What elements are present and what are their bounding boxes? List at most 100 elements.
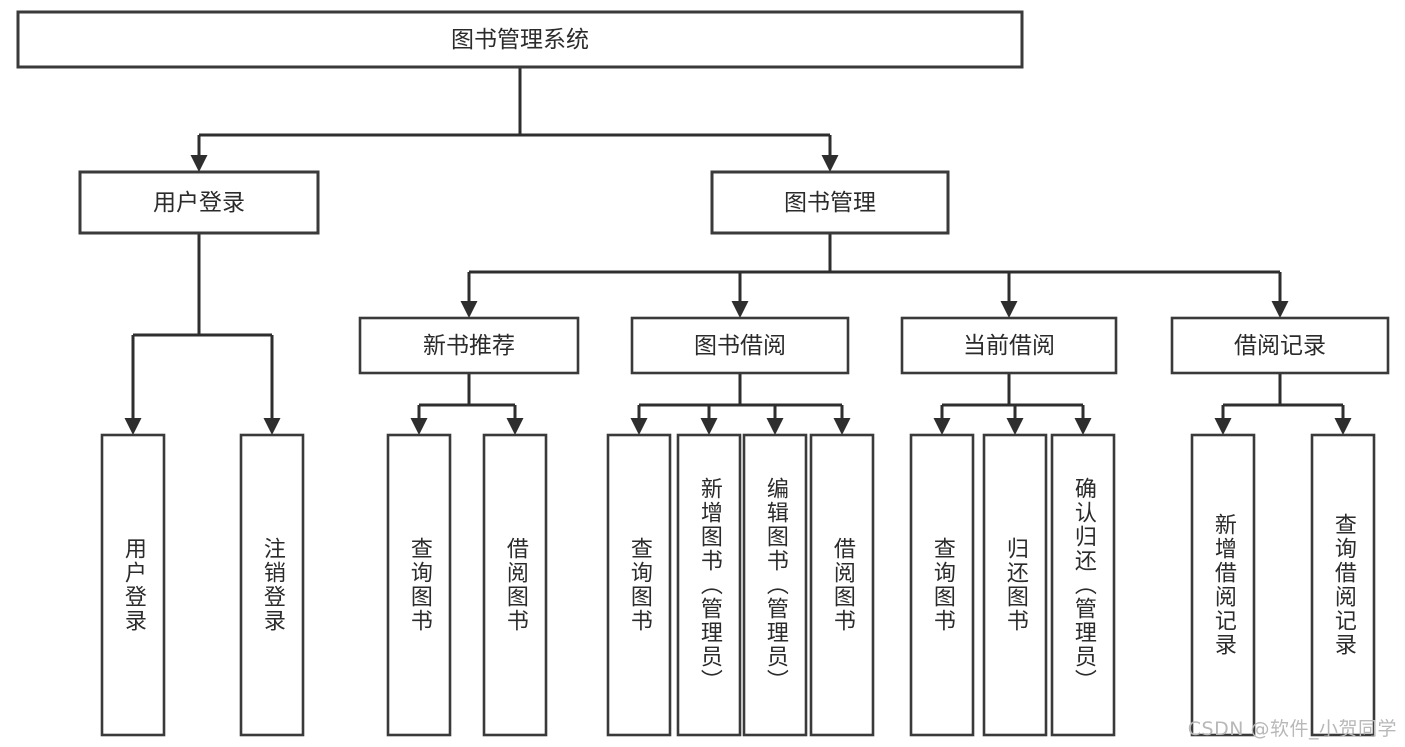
connector-borrow-to-leaves: [630, 373, 851, 435]
node-leaf-6-rect: [742, 433, 808, 737]
node-leaf-1-label-wrap: 注销登录: [242, 437, 302, 733]
node-leaf-9-rect: [982, 433, 1048, 737]
node-leaf-2-rect: [386, 433, 452, 737]
node-leaf-6[interactable]: 编辑图书（管理员）: [742, 433, 808, 737]
arrowhead-icon: [1334, 418, 1352, 435]
node-leaf-7[interactable]: 借阅图书: [809, 433, 875, 737]
node-leaf-2-labelbox: 查询图书: [389, 437, 449, 733]
node-leaf-7-label: 借阅图书: [829, 537, 855, 633]
arrowhead-icon: [1006, 418, 1024, 435]
arrowhead-icon: [821, 155, 839, 172]
connector-layer: [124, 67, 1352, 435]
node-level3-3-label: 借阅记录: [1234, 333, 1326, 359]
node-level3-2-rect: [900, 316, 1118, 375]
node-leaf-4-label-wrap: 查询图书: [609, 437, 669, 733]
node-leaf-10[interactable]: 确认归还（管理员）: [1050, 433, 1116, 737]
node-leaf-10-label-wrap: 确认归还（管理员）: [1070, 477, 1096, 693]
node-leaf-4[interactable]: 查询图书: [606, 433, 672, 737]
connector-book-manage-to-level3: [460, 233, 1289, 318]
node-leaf-10-label: 确认归还（管理员）: [1070, 477, 1096, 693]
arrowhead-icon: [1214, 418, 1232, 435]
node-leaf-11-labelbox: 新增借阅记录: [1193, 437, 1253, 733]
node-level3-0[interactable]: 新书推荐: [358, 316, 580, 375]
node-leaf-3-label-wrap: 借阅图书: [485, 437, 545, 733]
arrowhead-icon: [700, 418, 718, 435]
node-leaf-5-labelbox: 新增图书（管理员）: [679, 437, 739, 733]
node-level3-2[interactable]: 当前借阅: [900, 316, 1118, 375]
node-leaf-0-rect: [100, 433, 166, 737]
arrowhead-icon: [460, 301, 478, 318]
arrowhead-icon: [1074, 418, 1092, 435]
arrowhead-icon: [1271, 301, 1289, 318]
node-level3-1-label: 图书借阅: [694, 333, 786, 359]
node-leaf-12[interactable]: 查询借阅记录: [1310, 433, 1376, 737]
node-level2-1-label: 图书管理: [784, 190, 876, 216]
connector-borrow-record-to-leaves: [1214, 373, 1352, 435]
node-leaf-8[interactable]: 查询图书: [909, 433, 975, 737]
arrowhead-icon: [833, 418, 851, 435]
node-leaf-11-rect: [1190, 433, 1256, 737]
node-leaf-4-labelbox: 查询图书: [609, 437, 669, 733]
node-leaf-3-label: 借阅图书: [502, 537, 528, 633]
node-leaf-9-labelbox: 归还图书: [985, 437, 1045, 733]
node-leaf-5-label: 新增图书（管理员）: [696, 477, 722, 693]
node-leaf-4-label: 查询图书: [626, 537, 652, 633]
node-root-rect: [16, 10, 1024, 69]
node-leaf-6-label-wrap: 编辑图书（管理员）: [745, 437, 805, 733]
node-leaf-1-label: 注销登录: [259, 537, 285, 633]
node-leaf-8-label-wrap: 查询图书: [930, 537, 955, 633]
arrowhead-icon: [263, 418, 281, 435]
node-leaf-9[interactable]: 归还图书: [982, 433, 1048, 737]
node-level3-2-label: 当前借阅: [963, 333, 1055, 359]
node-leaf-6-label: 编辑图书（管理员）: [762, 477, 788, 693]
node-leaf-1-rect: [239, 433, 305, 737]
arrowhead-icon: [190, 155, 208, 172]
node-level3-3-rect: [1170, 316, 1390, 375]
node-level3-1-rect: [630, 316, 850, 375]
node-leaf-0[interactable]: 用户登录: [100, 433, 166, 737]
node-level3-1[interactable]: 图书借阅: [630, 316, 850, 375]
node-level2-0-rect: [78, 170, 320, 235]
connector-root-to-level2: [190, 67, 839, 172]
node-level2-1[interactable]: 图书管理: [710, 170, 950, 235]
node-leaf-5-rect: [676, 433, 742, 737]
arrowhead-icon: [506, 418, 524, 435]
node-leaf-3-labelbox: 借阅图书: [485, 437, 545, 733]
node-leaf-6-labelbox: 编辑图书（管理员）: [745, 437, 805, 733]
arrowhead-icon: [1000, 301, 1018, 318]
node-leaf-1-labelbox: 注销登录: [242, 437, 302, 733]
node-level2-0[interactable]: 用户登录: [78, 170, 320, 235]
node-leaf-7-rect: [809, 433, 875, 737]
node-leaf-3[interactable]: 借阅图书: [482, 433, 548, 737]
node-leaf-10-rect: [1050, 433, 1116, 737]
node-root-label: 图书管理系统: [451, 27, 589, 53]
arrowhead-icon: [630, 418, 648, 435]
node-leaf-12-labelbox: 查询借阅记录: [1313, 437, 1373, 733]
node-leaf-1[interactable]: 注销登录: [239, 433, 305, 737]
connector-current-borrow-to-leaves: [933, 373, 1092, 435]
node-leaf-12-label: 查询借阅记录: [1330, 513, 1356, 657]
node-leaf-11-label-wrap: 新增借阅记录: [1193, 437, 1253, 733]
node-leaf-2[interactable]: 查询图书: [386, 433, 452, 737]
arrowhead-icon: [933, 418, 951, 435]
node-level2-0-label: 用户登录: [153, 190, 245, 216]
node-leaf-0-label-wrap: 用户登录: [103, 437, 163, 733]
node-leaf-12-label-wrap: 查询借阅记录: [1313, 437, 1373, 733]
connector-new-book-to-leaves: [410, 373, 524, 435]
node-leaf-5[interactable]: 新增图书（管理员）: [676, 433, 742, 737]
arrowhead-icon: [124, 418, 142, 435]
node-level3-3[interactable]: 借阅记录: [1170, 316, 1390, 375]
node-level3-0-label: 新书推荐: [423, 333, 515, 359]
node-leaf-0-label: 用户登录: [120, 537, 146, 633]
node-leaf-2-label-wrap: 查询图书: [389, 437, 449, 733]
node-leaf-11-label: 新增借阅记录: [1210, 513, 1236, 657]
node-level2-1-rect: [710, 170, 950, 235]
node-leaf-7-label-wrap: 借阅图书: [829, 537, 855, 633]
node-layer: 图书管理系统用户登录图书管理新书推荐图书借阅当前借阅借阅记录用户登录注销登录查询…: [16, 10, 1390, 737]
node-leaf-3-rect: [482, 433, 548, 737]
node-root[interactable]: 图书管理系统: [16, 10, 1024, 69]
node-leaf-11[interactable]: 新增借阅记录: [1190, 433, 1256, 737]
node-leaf-0-labelbox: 用户登录: [103, 437, 163, 733]
